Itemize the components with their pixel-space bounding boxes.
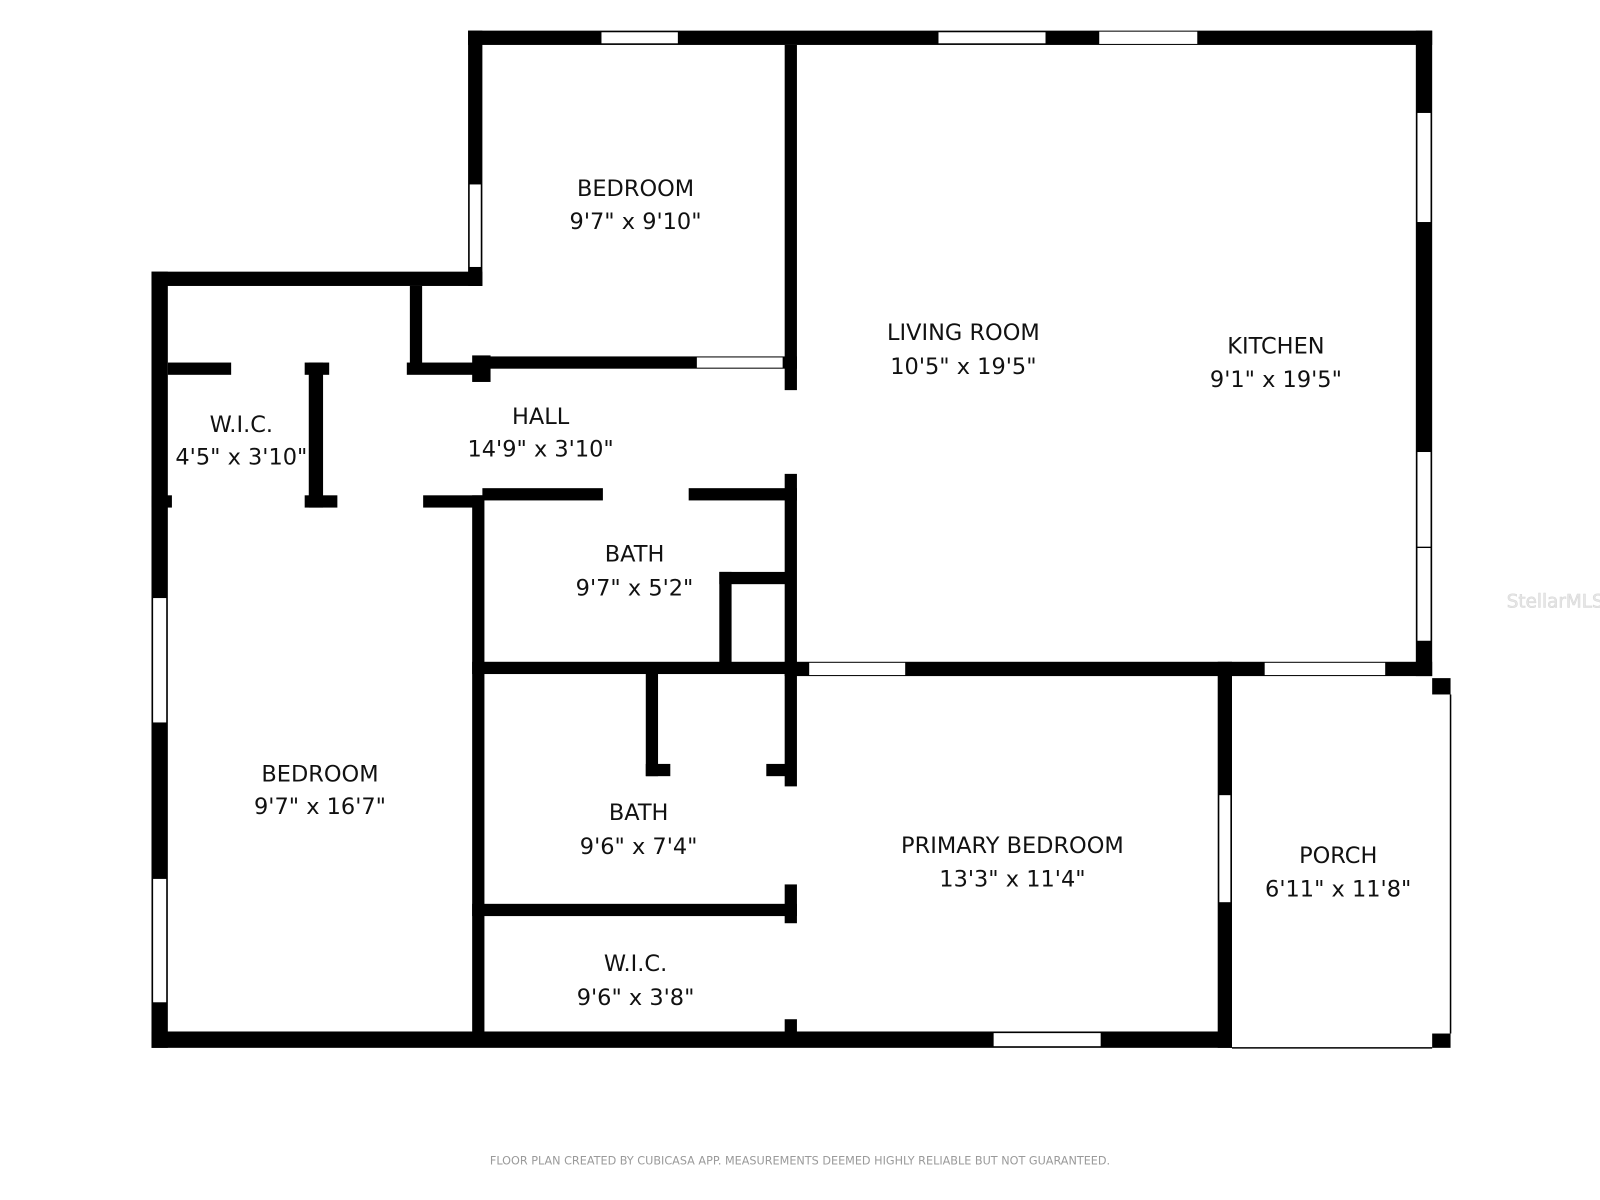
room-hall: HALL 14'9" x 3'10" [467, 404, 613, 463]
room-name: BEDROOM [577, 176, 694, 202]
room-size: 6'11" x 11'8" [1265, 877, 1411, 903]
room-name: W.I.C. [604, 951, 667, 977]
room-name: PORCH [1299, 843, 1377, 869]
room-primary-bedroom: PRIMARY BEDROOM 13'3" x 11'4" [901, 833, 1124, 893]
room-bedroom-2: BEDROOM 9'7" x 16'7" [254, 761, 386, 820]
room-name: BATH [609, 800, 669, 826]
room-living-room: LIVING ROOM 10'5" x 19'5" [887, 320, 1040, 380]
room-size: 9'6" x 7'4" [580, 834, 698, 860]
room-wic-2: W.I.C. 9'6" x 3'8" [577, 951, 695, 1011]
room-size: 13'3" x 11'4" [939, 866, 1085, 892]
windows [151, 31, 1432, 1048]
room-size: 9'7" x 5'2" [576, 575, 694, 601]
room-name: LIVING ROOM [887, 320, 1040, 346]
room-name: PRIMARY BEDROOM [901, 833, 1124, 859]
room-name: KITCHEN [1227, 333, 1324, 359]
room-size: 10'5" x 19'5" [890, 354, 1036, 380]
room-name: BATH [605, 542, 665, 568]
room-wic-1: W.I.C. 4'5" x 3'10" [175, 412, 307, 471]
room-name: BEDROOM [261, 761, 378, 787]
room-size: 9'7" x 16'7" [254, 794, 386, 820]
room-size: 4'5" x 3'10" [175, 445, 307, 471]
room-bath-1: BATH 9'7" x 5'2" [576, 542, 694, 602]
room-bedroom-1: BEDROOM 9'7" x 9'10" [570, 176, 702, 235]
room-size: 9'6" x 3'8" [577, 985, 695, 1011]
watermark-logo: StellarMLS [1507, 592, 1600, 613]
room-bath-2: BATH 9'6" x 7'4" [580, 800, 698, 860]
room-size: 9'7" x 9'10" [570, 209, 702, 235]
room-size: 9'1" x 19'5" [1210, 367, 1342, 393]
room-porch: PORCH 6'11" x 11'8" [1265, 843, 1411, 903]
room-kitchen: KITCHEN 9'1" x 19'5" [1210, 333, 1342, 393]
room-name: W.I.C. [210, 412, 273, 438]
footer-disclaimer: FLOOR PLAN CREATED BY CUBICASA APP. MEAS… [490, 1154, 1110, 1167]
room-name: HALL [512, 404, 570, 430]
room-size: 14'9" x 3'10" [467, 437, 613, 463]
walls [151, 30, 1452, 1049]
